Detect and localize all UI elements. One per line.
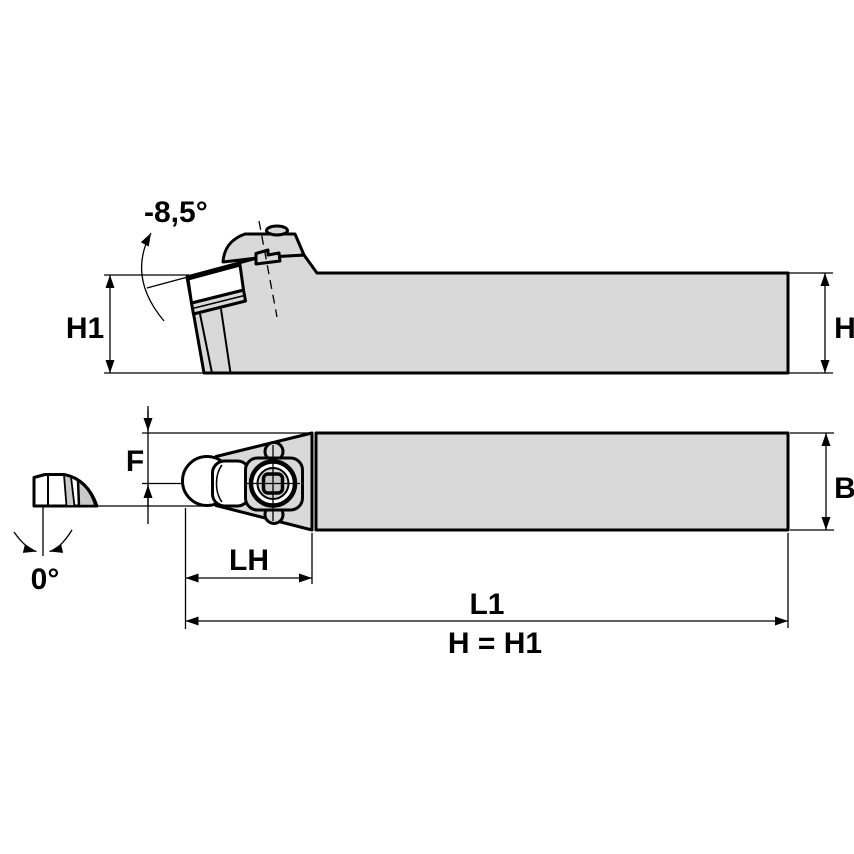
top-view-shank <box>314 431 790 532</box>
lh-label: LH <box>229 544 269 577</box>
pocket-line <box>199 313 213 374</box>
f-dimension: F <box>126 406 312 524</box>
clamp-side <box>221 232 306 264</box>
side-view: -8,5° H1 H <box>66 196 854 375</box>
lh-dimension: LH <box>184 508 313 629</box>
l1-dimension: L1 <box>185 533 789 628</box>
inclination-angle-label: 0° <box>31 563 60 596</box>
b-label: B <box>834 472 854 505</box>
clamp-front-line <box>215 464 223 503</box>
clamp-screw-hole <box>265 224 289 237</box>
top-view: F 0° LH L1 <box>13 406 854 660</box>
clamp-screw <box>246 445 300 521</box>
b-dimension: B <box>790 432 854 531</box>
inclination-dimension: 0° <box>13 506 73 596</box>
clamp-nose <box>254 248 282 266</box>
insert-side <box>186 263 245 305</box>
h1-label: H1 <box>66 312 104 345</box>
h1-dimension: H1 <box>66 274 203 374</box>
pocket-line <box>220 308 232 374</box>
screw-centerline <box>258 220 278 318</box>
rake-angle-label: -8,5° <box>144 196 208 229</box>
hidden-line <box>282 253 303 258</box>
rake-angle-dimension: -8,5° <box>140 196 208 322</box>
f-label: F <box>126 445 144 478</box>
h-dimension: H <box>789 272 854 374</box>
shim-line <box>192 294 245 310</box>
height-equality-label: H = H1 <box>448 627 542 660</box>
insert-end-view <box>32 473 99 508</box>
h-label: H <box>834 312 854 345</box>
clamp-front <box>211 459 251 508</box>
side-view-body <box>185 253 790 375</box>
l1-label: L1 <box>469 588 504 621</box>
